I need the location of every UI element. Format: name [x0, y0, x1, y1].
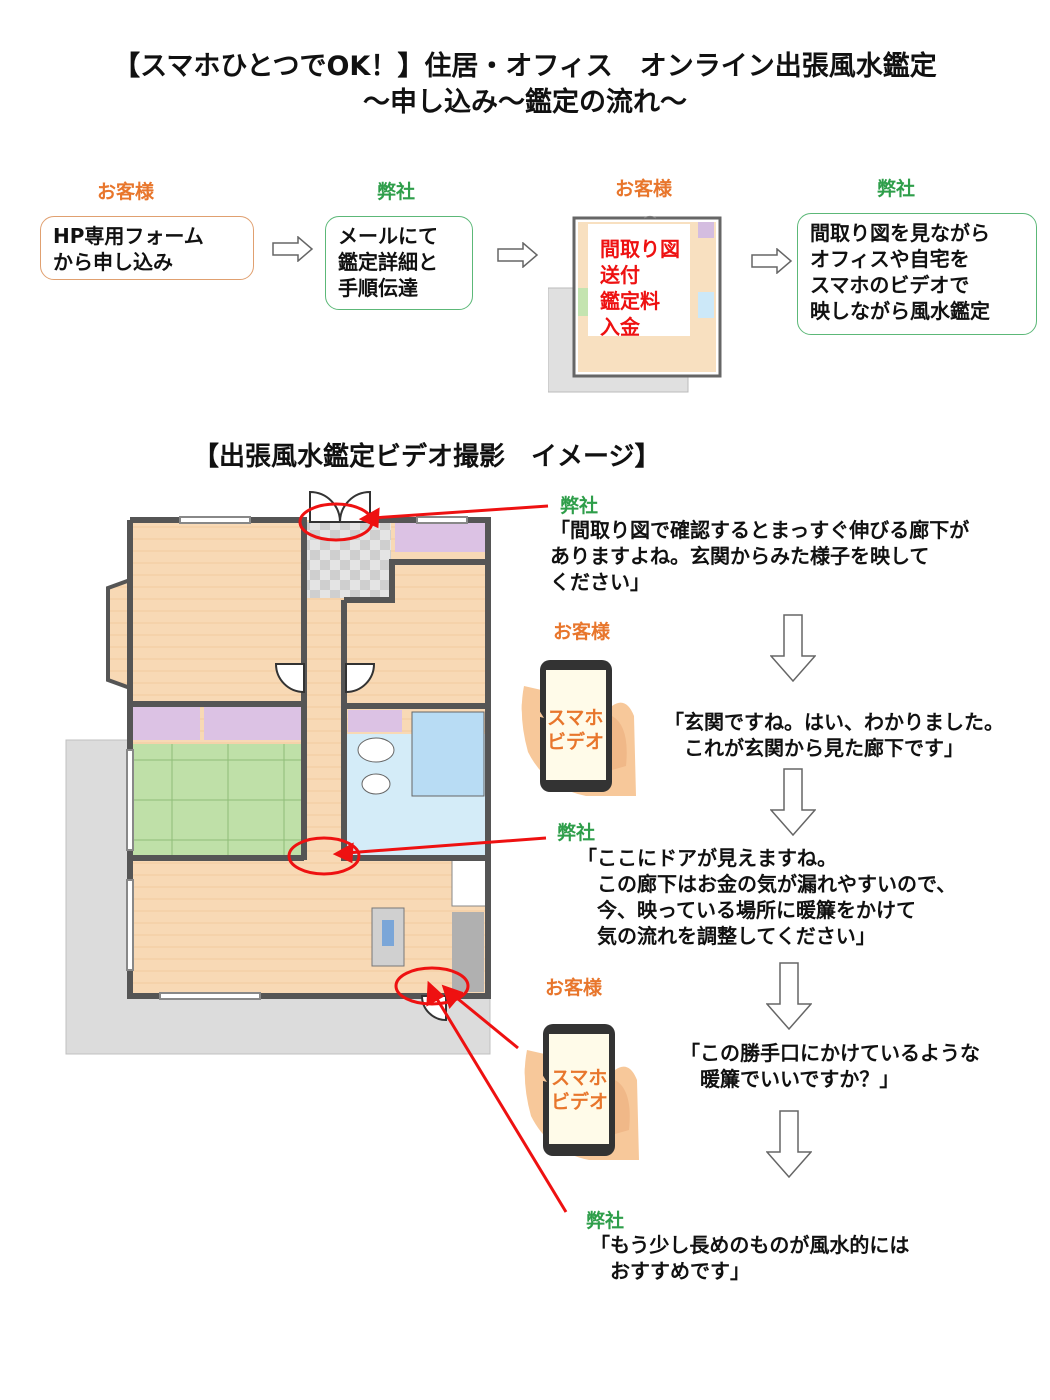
flow-step4-role: 弊社: [877, 178, 916, 200]
dialogue-4-text: 「この勝手口にかけているような 暖簾でいいですか？」: [680, 1041, 980, 1091]
dialogue-1-role: 弊社: [560, 495, 599, 517]
dialogue-3-text: 「ここにドアが見えますね。 この廊下はお金の気が漏れやすいので、 今、映っている…: [577, 846, 957, 948]
flow-step2-box: メールにて 鑑定詳細と 手順伝達: [325, 216, 473, 310]
flow-step3-role: お客様: [615, 178, 673, 200]
flow-arrow-2: [497, 242, 539, 268]
flow-arrow-3: [751, 248, 793, 274]
page-subtitle: ～申し込み～鑑定の流れ～: [363, 87, 687, 118]
down-arrow-2: [770, 768, 816, 836]
smartphone-label-2: スマホ ビデオ: [551, 1067, 609, 1113]
dialogue-2-role: お客様: [553, 621, 611, 643]
flow-step1-box: HP専用フォーム から申し込み: [40, 216, 254, 280]
dialogue-5-role: 弊社: [586, 1210, 625, 1232]
down-arrow-1: [770, 614, 816, 682]
dialogue-1-text: 「間取り図で確認するとまっすぐ伸びる廊下が ありますよね。玄関からみた様子を映し…: [550, 518, 970, 594]
smartphone-icon-1: [521, 660, 636, 796]
down-arrow-3: [766, 962, 812, 1030]
dialogue-2-text: 「玄関ですね。はい、わかりました。 これが玄関から見た廊下です」: [664, 710, 1004, 760]
smartphone-label-1: スマホ ビデオ: [547, 707, 605, 753]
flow-arrow-1: [272, 236, 314, 262]
smartphone-icon-2: [524, 1024, 639, 1160]
flow-step3-text: 間取り図 送付 鑑定料 入金: [600, 237, 680, 339]
dialogue-5-text: 「もう少し長めのものが風水的には おすすめです」: [590, 1233, 910, 1283]
flow-step2-role: 弊社: [377, 181, 416, 203]
page-title: 【スマホひとつでOK！】住居・オフィス オンライン出張風水鑑定: [113, 51, 937, 82]
floor-plan-document-icon: [548, 215, 722, 393]
flow-step4-box: 間取り図を見ながら オフィスや自宅を スマホのビデオで 映しながら風水鑑定: [797, 213, 1037, 335]
flow-step1-role: お客様: [97, 181, 155, 203]
dialogue-3-role: 弊社: [557, 822, 596, 844]
down-arrow-4: [766, 1110, 812, 1178]
section-title: 【出張風水鑑定ビデオ撮影 イメージ】: [193, 442, 661, 472]
dialogue-4-role: お客様: [545, 977, 603, 999]
